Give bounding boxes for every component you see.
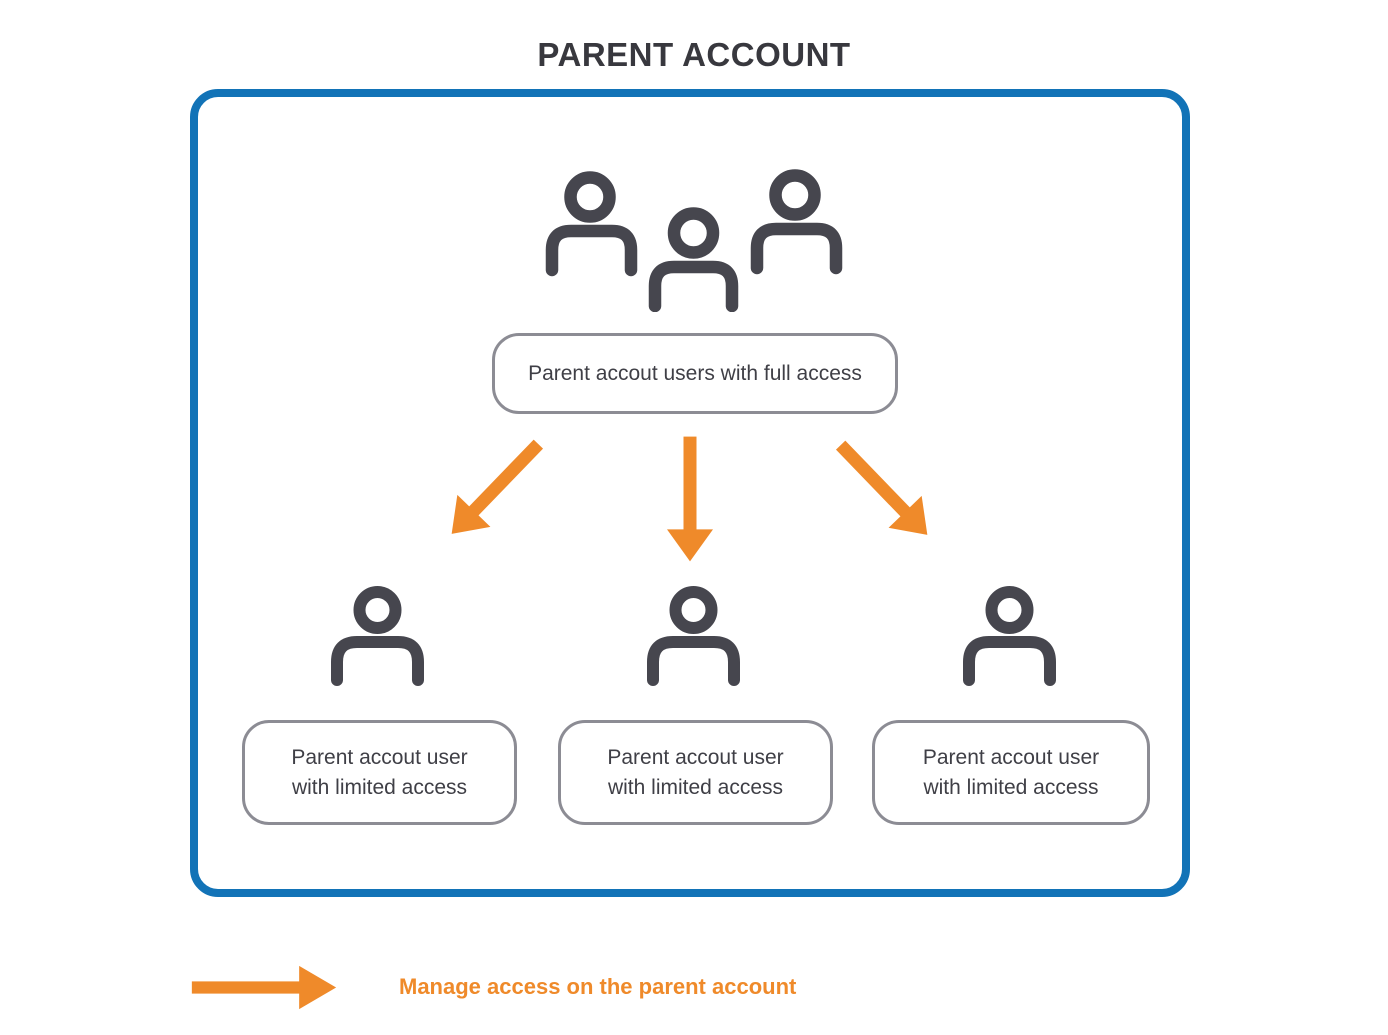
limited-access-box: Parent accout user with limited access (558, 720, 833, 825)
full-access-label: Parent accout users with full access (528, 361, 862, 385)
group-users-icon (540, 160, 850, 313)
limited-access-box: Parent accout user with limited access (872, 720, 1150, 825)
limited-access-label: Parent accout user with limited access (607, 745, 784, 799)
person-icon (330, 586, 425, 686)
legend-label: Manage access on the parent account (399, 974, 797, 999)
person-icon (646, 586, 741, 686)
arrow-right-icon (190, 964, 338, 1011)
full-access-box: Parent accout users with full access (492, 333, 898, 414)
arrow-down-left-icon (433, 426, 558, 553)
limited-access-box: Parent accout user with limited access (242, 720, 517, 825)
person-icon (962, 586, 1057, 686)
arrow-down-icon (665, 435, 715, 563)
arrow-down-right-icon (822, 427, 947, 554)
limited-access-label: Parent accout user with limited access (922, 745, 1100, 799)
page-title: PARENT ACCOUNT (537, 36, 851, 73)
limited-access-label: Parent accout user with limited access (291, 745, 468, 799)
